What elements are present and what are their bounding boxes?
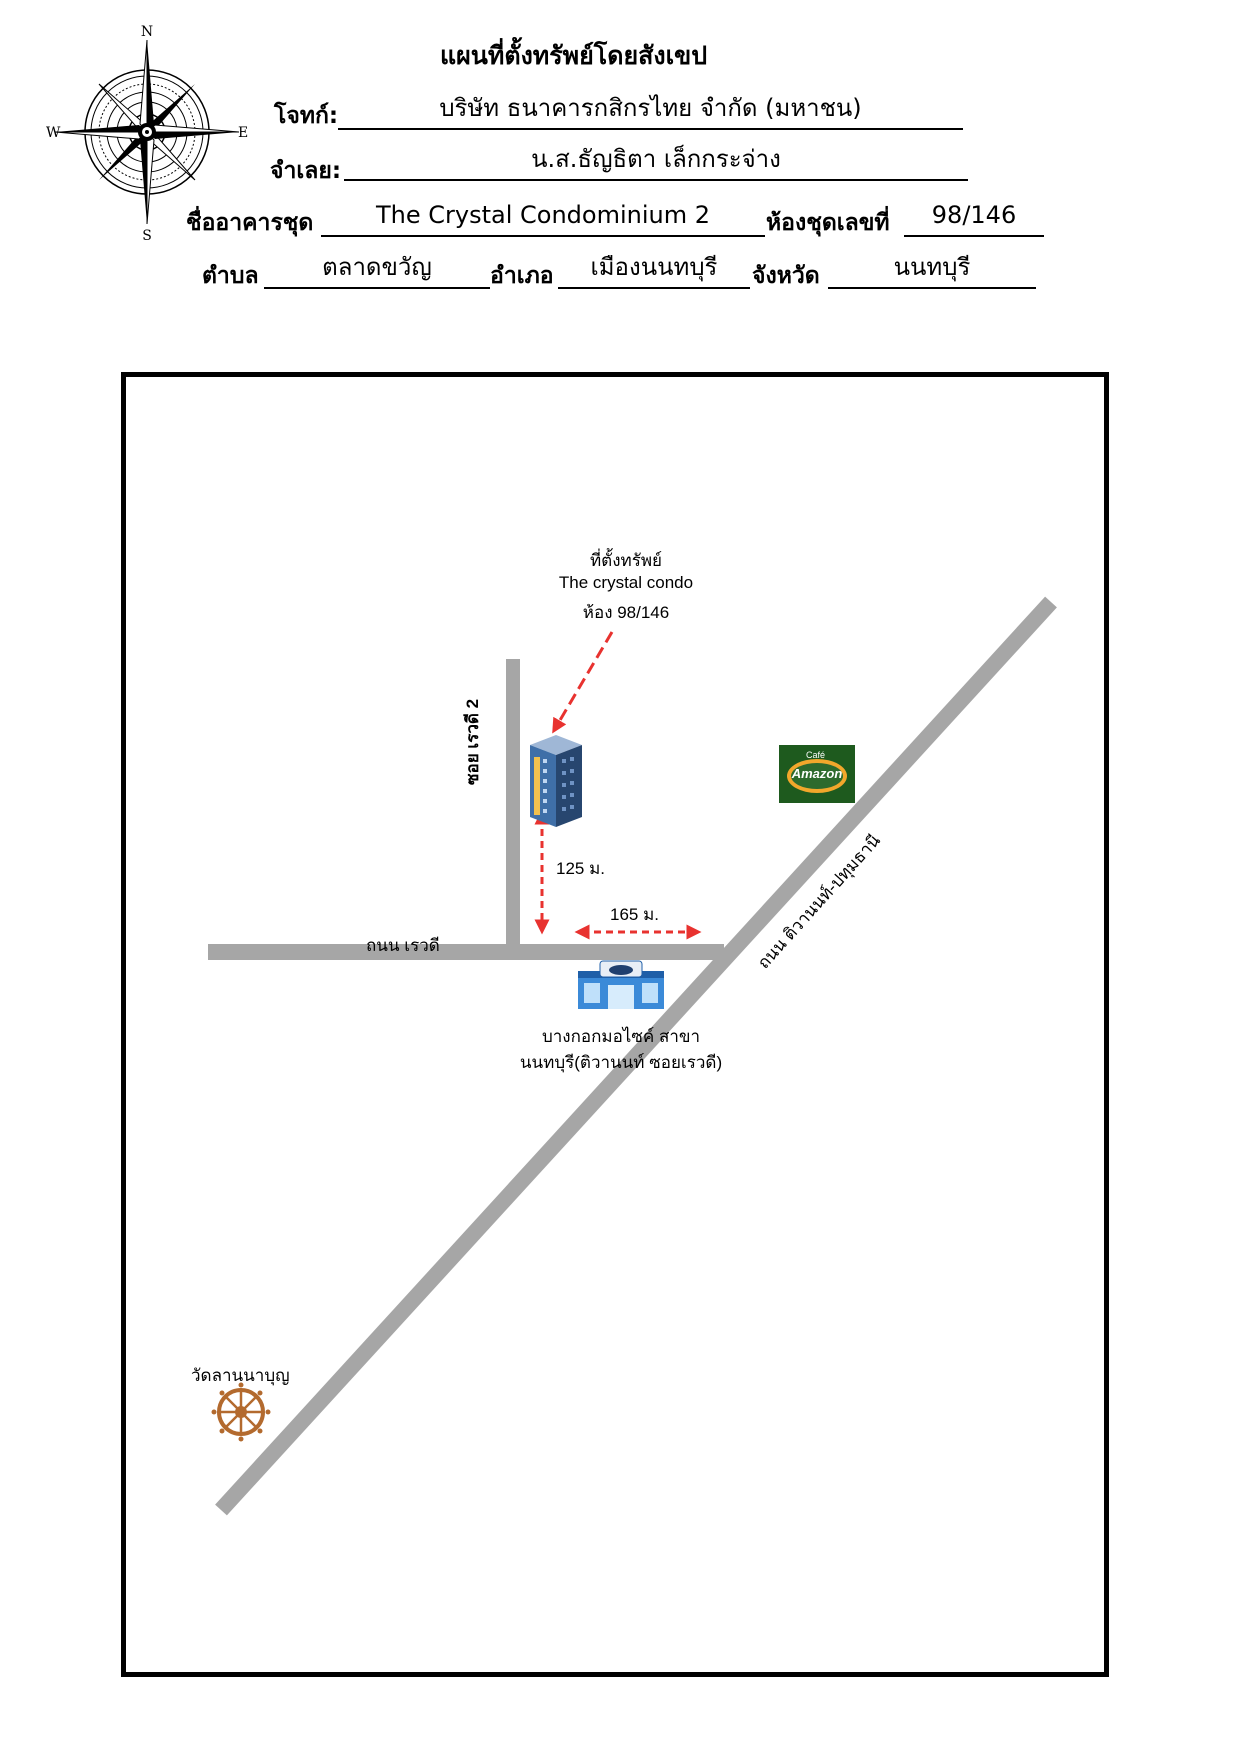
temple-dharma-wheel-icon xyxy=(211,1382,271,1442)
province-value: นนทบุรี xyxy=(828,251,1036,289)
property-label-1: ที่ตั้งทรัพย์ xyxy=(589,551,663,570)
cafe-amazon-logo xyxy=(779,745,855,803)
cafe-logo-text: Amazon xyxy=(791,766,843,781)
page-title: แผนที่ตั้งทรัพย์โดยสังเขป xyxy=(440,41,708,70)
plaintiff-value: บริษัท ธนาคารกสิกรไทย จำกัด (มหาชน) xyxy=(338,92,963,130)
map-frame: ที่ตั้งทรัพย์ The crystal condo ห้อง 98/… xyxy=(121,372,1109,1677)
property-label-3: ห้อง 98/146 xyxy=(582,603,670,622)
temple-label: วัดลานนาบุญ xyxy=(191,1366,290,1385)
showroom-label-1: บางกอกมอไซค์ สาขา xyxy=(541,1027,701,1046)
road-tiwanon xyxy=(215,596,1057,1516)
showroom-label-2: นนทบุรี(ติวานนท์ ซอยเรวดี) xyxy=(519,1053,723,1072)
district-value: เมืองนนทบุรี xyxy=(558,251,750,289)
district-label: อำเภอ xyxy=(490,263,554,289)
defendant-label: จำเลย: xyxy=(270,158,342,184)
distance-horizontal-label: 165 ม. xyxy=(610,905,660,924)
compass-e: E xyxy=(238,125,248,141)
distance-vertical-label: 125 ม. xyxy=(556,859,606,878)
building-label: ชื่ออาคารชุด xyxy=(186,210,314,236)
condo-building-icon xyxy=(530,735,582,827)
cafe-logo-small: Café xyxy=(806,750,826,760)
compass-w: W xyxy=(46,125,61,141)
plaintiff-label: โจทก์: xyxy=(274,103,339,129)
compass-s: S xyxy=(142,228,152,242)
province-label: จังหวัด xyxy=(752,263,820,289)
property-label-2: The crystal condo xyxy=(558,573,694,592)
compass-rose-icon: N S W E xyxy=(46,24,248,242)
building-value: The Crystal Condominium 2 xyxy=(321,199,765,237)
subdistrict-value: ตลาดขวัญ xyxy=(264,251,490,289)
subdistrict-label: ตำบล xyxy=(202,263,259,289)
room-label: ห้องชุดเลขที่ xyxy=(766,210,890,236)
road-revadee-label: ถนน เรวดี xyxy=(366,936,440,955)
showroom-store-icon xyxy=(578,960,664,1009)
compass-n: N xyxy=(141,24,153,40)
room-value: 98/146 xyxy=(904,199,1044,237)
defendant-value: น.ส.ธัญธิตา เล็กกระจ่าง xyxy=(344,143,968,181)
soi-revadee-2-label: ซอย เรวดี 2 xyxy=(463,698,482,785)
property-pointer-arrow xyxy=(552,631,614,734)
